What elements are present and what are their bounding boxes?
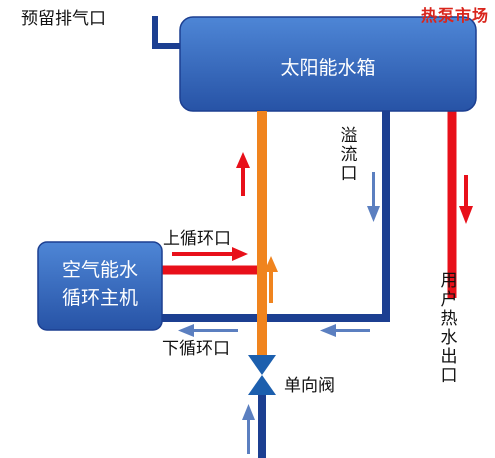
overflow-label: 溢流口 [340,126,358,185]
arrow-up-red [236,152,250,196]
arrow-down-blue-overflow [367,172,380,222]
lower-loop-label: 下循环口 [162,339,230,359]
arrow-left-blue-1 [320,324,370,337]
tank-label: 太阳能水箱 [280,57,376,79]
heat-pump-label-line1: 空气能水 [61,259,138,281]
hot-water-outlet-label: 用户热水出口 [440,271,458,387]
arrow-right-red [172,247,248,261]
solar-tank [179,16,477,112]
arrow-up-blue-inlet [242,404,255,454]
check-valve-label: 单向阀 [284,376,335,396]
vent-pipe [152,16,190,49]
heat-pump-label-line2: 循环主机 [61,287,138,309]
check-valve-icon [248,355,276,375]
arrow-down-red-outlet [459,175,473,224]
overflow-pipe [160,100,390,322]
arrow-left-blue-2 [178,324,238,337]
vent-label: 预留排气口 [21,9,106,29]
arrow-up-orange [264,256,278,303]
watermark-logo: 热泵市场 [420,6,489,25]
upper-loop-label: 上循环口 [163,229,231,249]
check-valve-icon-lower [248,375,276,395]
heat-pump-unit [37,241,163,331]
